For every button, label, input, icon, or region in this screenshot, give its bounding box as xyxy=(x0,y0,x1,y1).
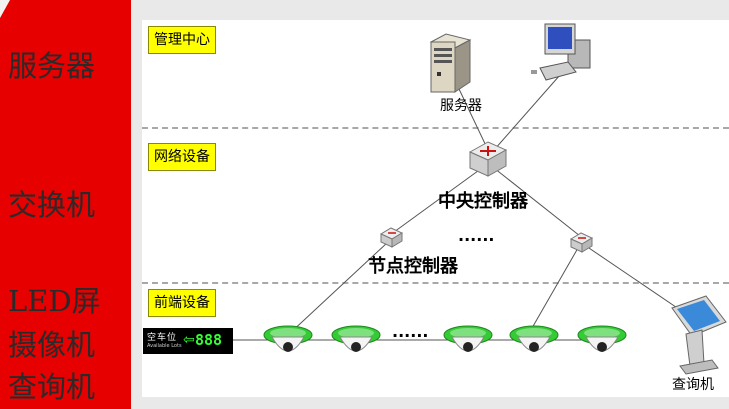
camera-5-icon xyxy=(577,325,627,352)
central-switch-icon xyxy=(468,141,508,177)
led-number: 888 xyxy=(195,331,223,349)
desktop-computer-icon xyxy=(531,23,591,81)
ellipsis-cameras: ······ xyxy=(392,326,429,345)
node-switch-right-icon xyxy=(569,232,594,253)
divider-management-network xyxy=(142,127,729,129)
label-server: 服务器 xyxy=(440,98,482,114)
section-tag-network: 网络设备 xyxy=(148,143,216,171)
line-node-left-camera-1 xyxy=(287,241,389,336)
line-central-node-right xyxy=(493,167,581,237)
led-title: 空车位 xyxy=(147,333,178,343)
line-central-node-left xyxy=(393,167,483,233)
kiosk-terminal-icon xyxy=(671,295,727,375)
led-arrow-icon: ⇦ xyxy=(183,332,195,348)
camera-1-icon xyxy=(263,325,313,352)
label-kiosk: 查询机 xyxy=(672,377,714,393)
sidebar-fold-corner xyxy=(0,0,10,18)
server-tower-icon xyxy=(429,33,472,93)
ellipsis-controllers: ······ xyxy=(458,230,495,249)
sidebar-label-kiosk: 查询机 xyxy=(8,370,96,404)
label-central-controller: 中央控制器 xyxy=(438,191,528,212)
label-node-controller: 节点控制器 xyxy=(368,256,458,277)
node-switch-left-icon xyxy=(379,227,404,248)
sidebar: 服务器 交换机 LED屏 摄像机 查询机 xyxy=(0,0,131,409)
line-pc-central xyxy=(493,74,561,151)
sidebar-label-server: 服务器 xyxy=(8,49,96,83)
sidebar-label-led: LED屏 xyxy=(8,284,101,318)
divider-network-frontend xyxy=(142,282,729,284)
led-parking-display: 空车位 Available Lots ⇦ 888 xyxy=(143,328,233,354)
sidebar-label-switch: 交换机 xyxy=(8,188,96,222)
sidebar-label-camera: 摄像机 xyxy=(8,328,96,362)
camera-2-icon xyxy=(331,325,381,352)
camera-3-icon xyxy=(443,325,493,352)
led-subtitle: Available Lots xyxy=(147,343,182,349)
camera-4-icon xyxy=(509,325,559,352)
section-tag-frontend: 前端设备 xyxy=(148,289,216,317)
line-node-right-camera-4 xyxy=(527,247,579,336)
section-tag-management: 管理中心 xyxy=(148,26,216,54)
